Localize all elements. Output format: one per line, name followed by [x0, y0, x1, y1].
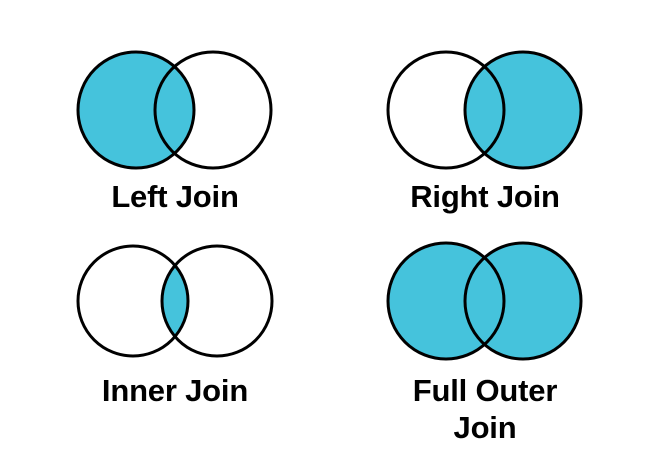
left-set-outline: [386, 50, 506, 170]
left-set-outline: [76, 50, 196, 170]
intersection-region: [155, 52, 194, 168]
venn-cell-inner-join: Inner Join: [10, 238, 340, 418]
right-set-outline: [160, 244, 274, 358]
venn-cell-left-join: Left Join: [10, 44, 340, 224]
right-set-outline: [463, 241, 583, 361]
intersection-region: [465, 52, 504, 168]
inner-join-venn-svg: [76, 244, 274, 358]
venn-label-inner-join: Inner Join: [101, 373, 249, 408]
right-set-outline: [153, 50, 273, 170]
venn-cell-right-join: Right Join: [320, 44, 650, 224]
right-join-venn-svg: [386, 50, 583, 170]
left-set-outline: [76, 244, 190, 358]
left-set-outline: [386, 241, 506, 361]
venn-label-left-join: Left Join: [111, 179, 239, 214]
venn-cell-full-outer-join: Full Outer Join: [320, 233, 650, 463]
left-join-venn-svg: [76, 50, 273, 170]
venn-label-full-outer-join: Full Outer Join: [412, 373, 558, 445]
venn-label-right-join: Right Join: [410, 179, 560, 214]
right-set-outline: [463, 50, 583, 170]
left-set-circle: [78, 246, 188, 356]
right-set-circle: [162, 246, 272, 356]
full-outer-join-venn-svg: [386, 241, 583, 361]
right-set-circle: [465, 243, 581, 359]
